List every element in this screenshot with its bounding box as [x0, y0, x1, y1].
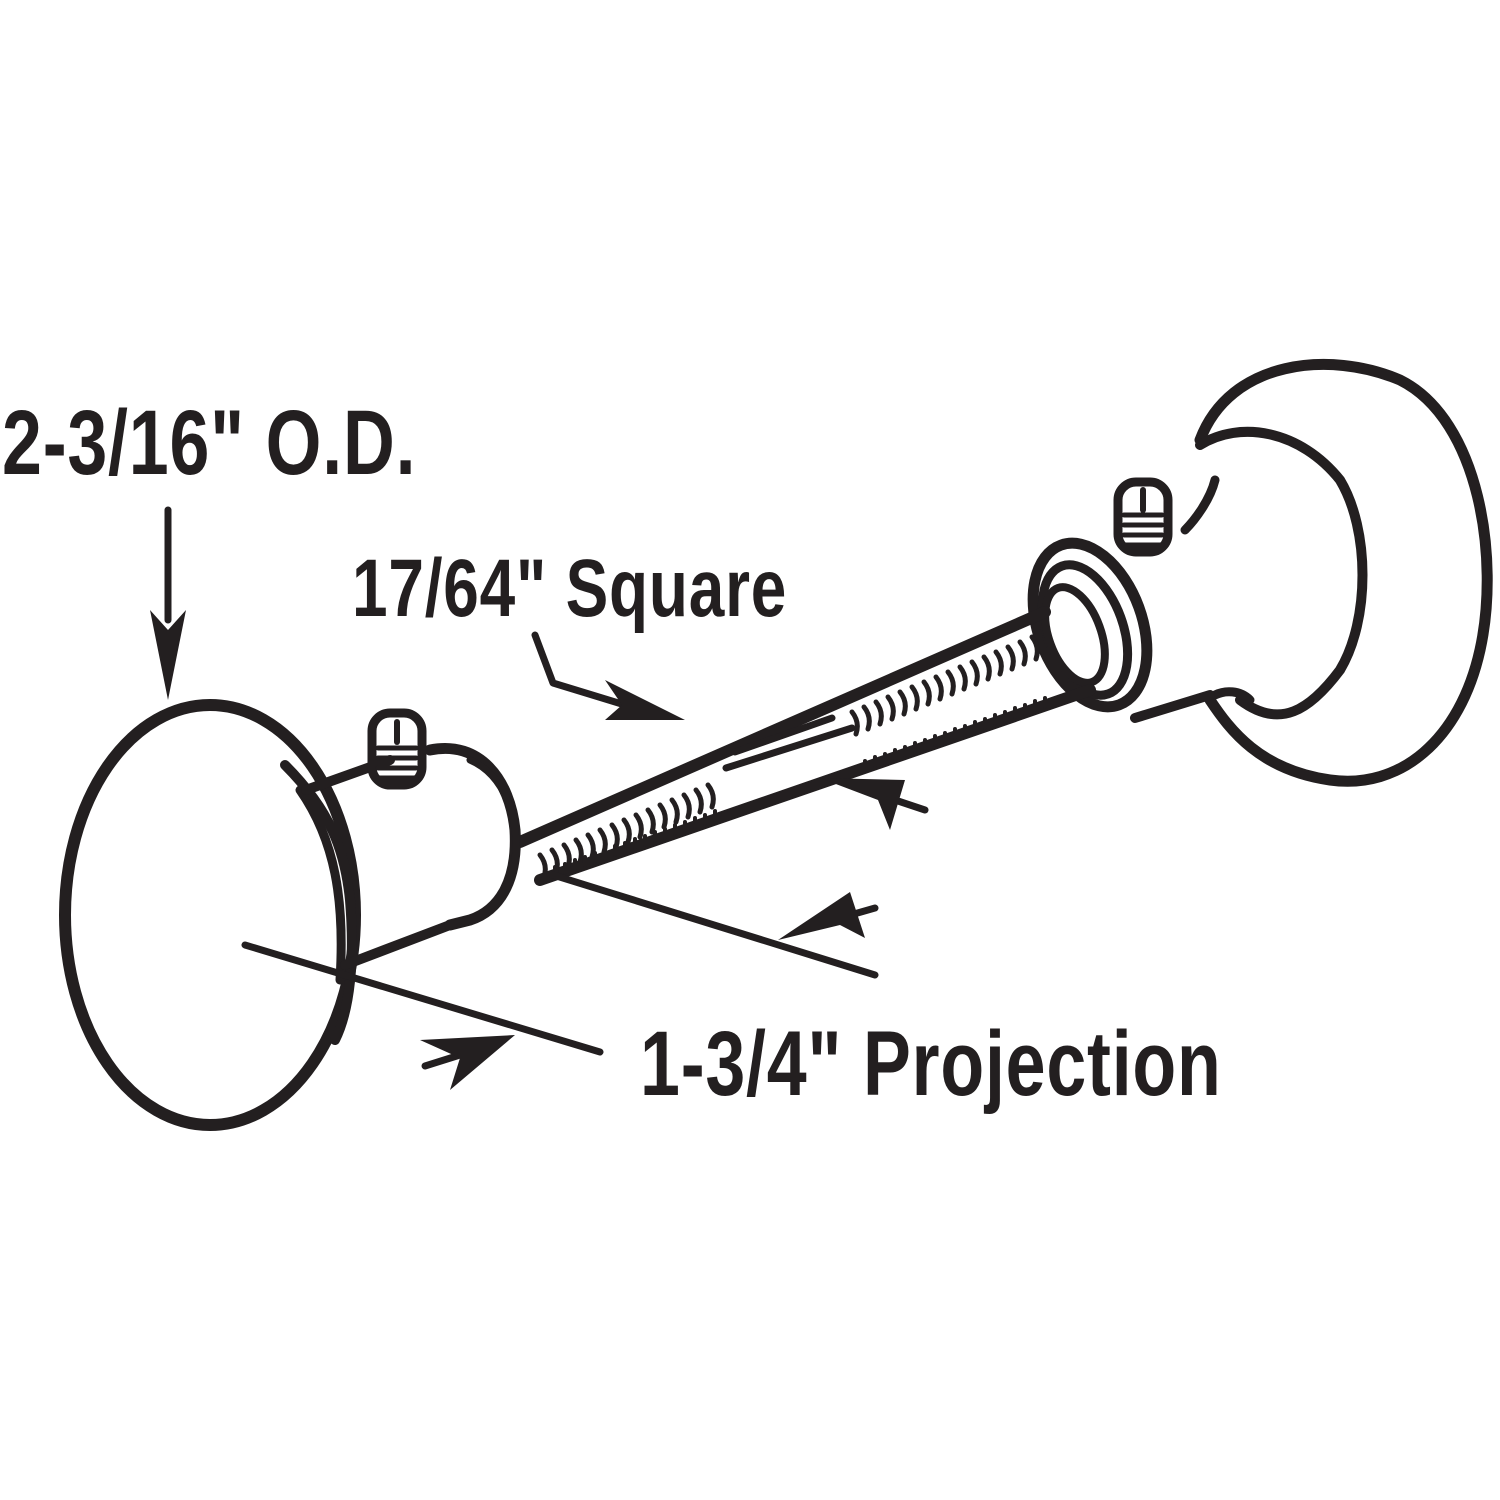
left-set-screw: [367, 708, 427, 790]
od-leader: [150, 506, 186, 700]
left-shank: [301, 743, 521, 970]
outer-diameter-label: 2-3/16" O.D.: [2, 392, 417, 494]
spindle: [514, 606, 1096, 886]
projection-label: 1-3/4" Projection: [640, 1013, 1222, 1115]
spindle-size-label: 17/64" Square: [352, 543, 788, 634]
left-knob: [59, 699, 361, 1131]
square-leader-lower: [820, 778, 929, 830]
right-set-screw: [1113, 477, 1173, 557]
right-rose: [1027, 537, 1153, 713]
square-leader: [531, 631, 685, 720]
right-knob: [1130, 359, 1493, 787]
projection-line-knob: [241, 941, 604, 1090]
projection-line-spindle: [546, 870, 879, 979]
